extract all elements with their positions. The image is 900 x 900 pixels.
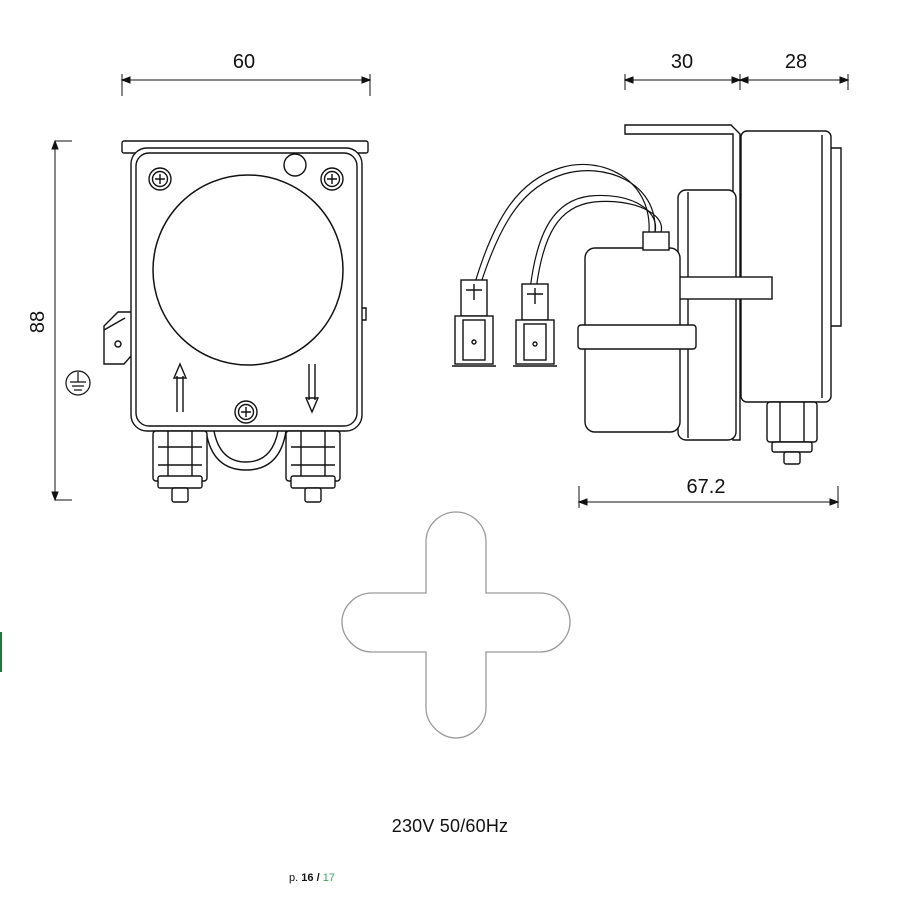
motor-shaft xyxy=(675,276,773,300)
motor-strap xyxy=(577,324,697,350)
page-current: 16 xyxy=(301,872,314,884)
vent-hole xyxy=(283,153,307,177)
dimension-label-front-height: 88 xyxy=(27,311,49,333)
hose-fitting-left xyxy=(152,430,208,503)
dimension-line-front-height xyxy=(51,139,72,502)
hose-fitting-side xyxy=(766,401,818,465)
flow-arrow-up-icon xyxy=(172,362,188,412)
motor-wires xyxy=(473,163,663,291)
pump-body-outer xyxy=(130,147,363,432)
pump-head xyxy=(740,130,832,403)
screw-icon xyxy=(148,167,172,191)
page-separator: / xyxy=(316,872,320,884)
motor-flange xyxy=(677,189,737,441)
screw-icon xyxy=(234,400,258,424)
hose-fitting-right xyxy=(285,430,341,503)
page-indicator: p. 16 / 17 xyxy=(289,872,335,884)
side-nub xyxy=(362,307,367,321)
tube-loop xyxy=(205,430,287,471)
terminal-block xyxy=(642,231,670,251)
screw-icon xyxy=(320,167,344,191)
page-total: 17 xyxy=(322,872,335,884)
head-cover xyxy=(831,147,842,327)
dimension-label-front-width: 60 xyxy=(233,51,255,73)
dimension-label-side-total: 67.2 xyxy=(687,476,726,498)
dimension-line-side-total xyxy=(577,486,840,508)
page-prefix: p. xyxy=(289,872,299,884)
pump-side-view xyxy=(452,124,842,465)
dimension-label-side-a: 30 xyxy=(671,51,693,73)
pump-body-inner xyxy=(135,152,358,427)
side-green-marker xyxy=(0,632,2,672)
dimension-line-side-top xyxy=(623,74,850,90)
dimension-label-side-b: 28 xyxy=(785,51,807,73)
mounting-bracket xyxy=(624,124,741,441)
voltage-caption: 230V 50/60Hz xyxy=(391,816,509,836)
pump-cover-circle xyxy=(152,174,344,366)
dimension-line-front-width xyxy=(120,74,372,96)
spade-connector-left xyxy=(452,279,496,367)
plus-shape-icon xyxy=(341,511,571,739)
ground-symbol-icon xyxy=(65,370,91,396)
flow-arrow-down-icon xyxy=(304,364,320,414)
spade-connector-right xyxy=(513,283,557,367)
pump-front-view xyxy=(103,140,369,503)
ground-terminal xyxy=(103,311,132,365)
